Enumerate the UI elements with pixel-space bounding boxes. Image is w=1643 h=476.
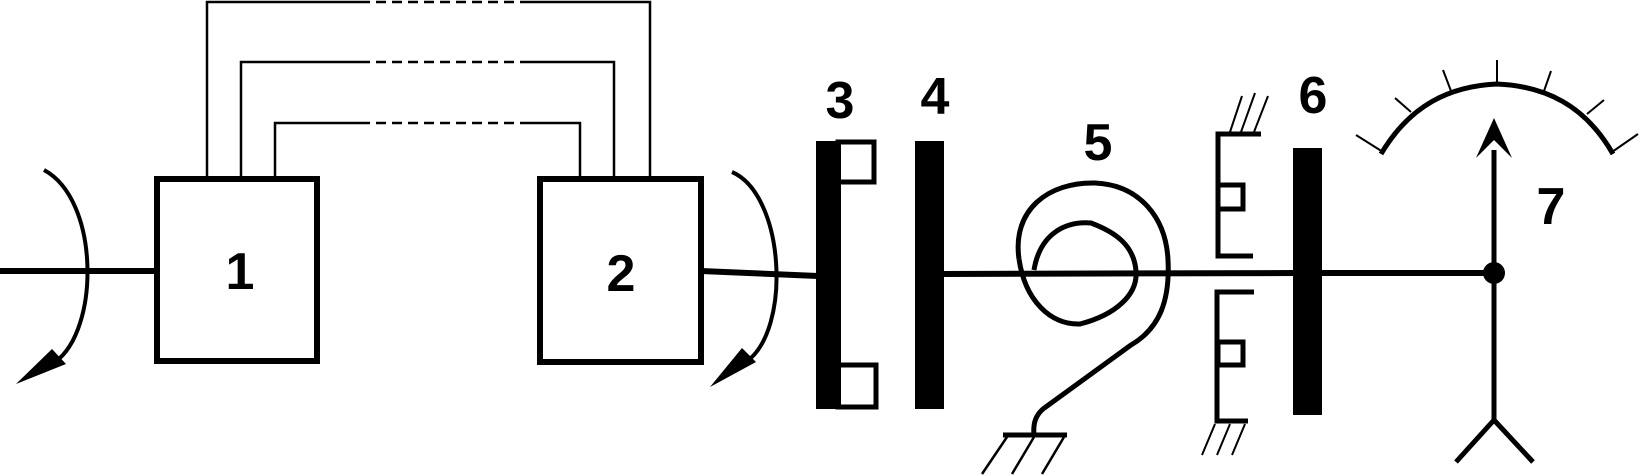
main-shaft <box>943 270 1494 277</box>
element-4: 4 <box>915 68 950 409</box>
element-7-label: 7 <box>1537 178 1566 236</box>
block-1: 1 <box>154 176 320 364</box>
element-7-dial: 7 <box>1355 60 1639 464</box>
element-5-label: 5 <box>1084 114 1113 172</box>
element-6-label: 6 <box>1299 67 1328 125</box>
element-3-label: 3 <box>826 72 855 130</box>
block-2: 2 <box>537 176 704 365</box>
block-1-label: 1 <box>226 243 255 301</box>
element-6: 6 <box>1293 67 1327 415</box>
upper-support <box>1215 92 1269 259</box>
element-5-spring: 5 <box>980 114 1171 475</box>
element-4-label: 4 <box>921 68 950 126</box>
lower-support <box>1201 289 1254 456</box>
connection-lines <box>205 0 652 179</box>
block-2-label: 2 <box>607 245 636 303</box>
input-rotation-arrow-icon <box>16 168 90 384</box>
output-rotation-arrow-icon <box>710 170 779 387</box>
element-3: 3 <box>816 72 879 410</box>
output-shaft <box>700 268 819 279</box>
